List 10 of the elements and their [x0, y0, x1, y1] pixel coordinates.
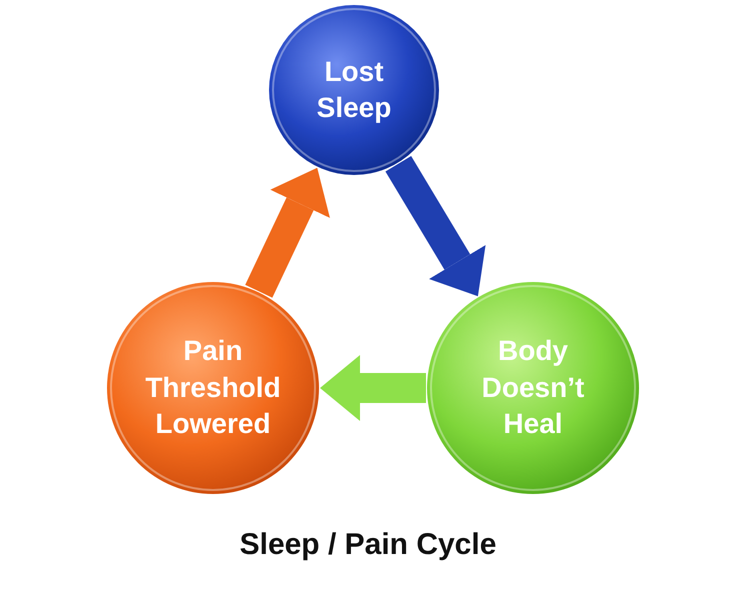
block-arrow [245, 168, 330, 298]
diagram-title: Sleep / Pain Cycle [238, 528, 498, 562]
circle-node [426, 281, 640, 495]
block-arrow [320, 355, 426, 421]
block-arrow [385, 156, 486, 296]
node-label: Lost Sleep [316, 54, 392, 125]
node-label: Pain Threshold Lowered [144, 334, 282, 442]
node-label: Body Doesn’t Heal [480, 334, 586, 442]
circle-node [106, 281, 320, 495]
circle-node [268, 4, 440, 176]
